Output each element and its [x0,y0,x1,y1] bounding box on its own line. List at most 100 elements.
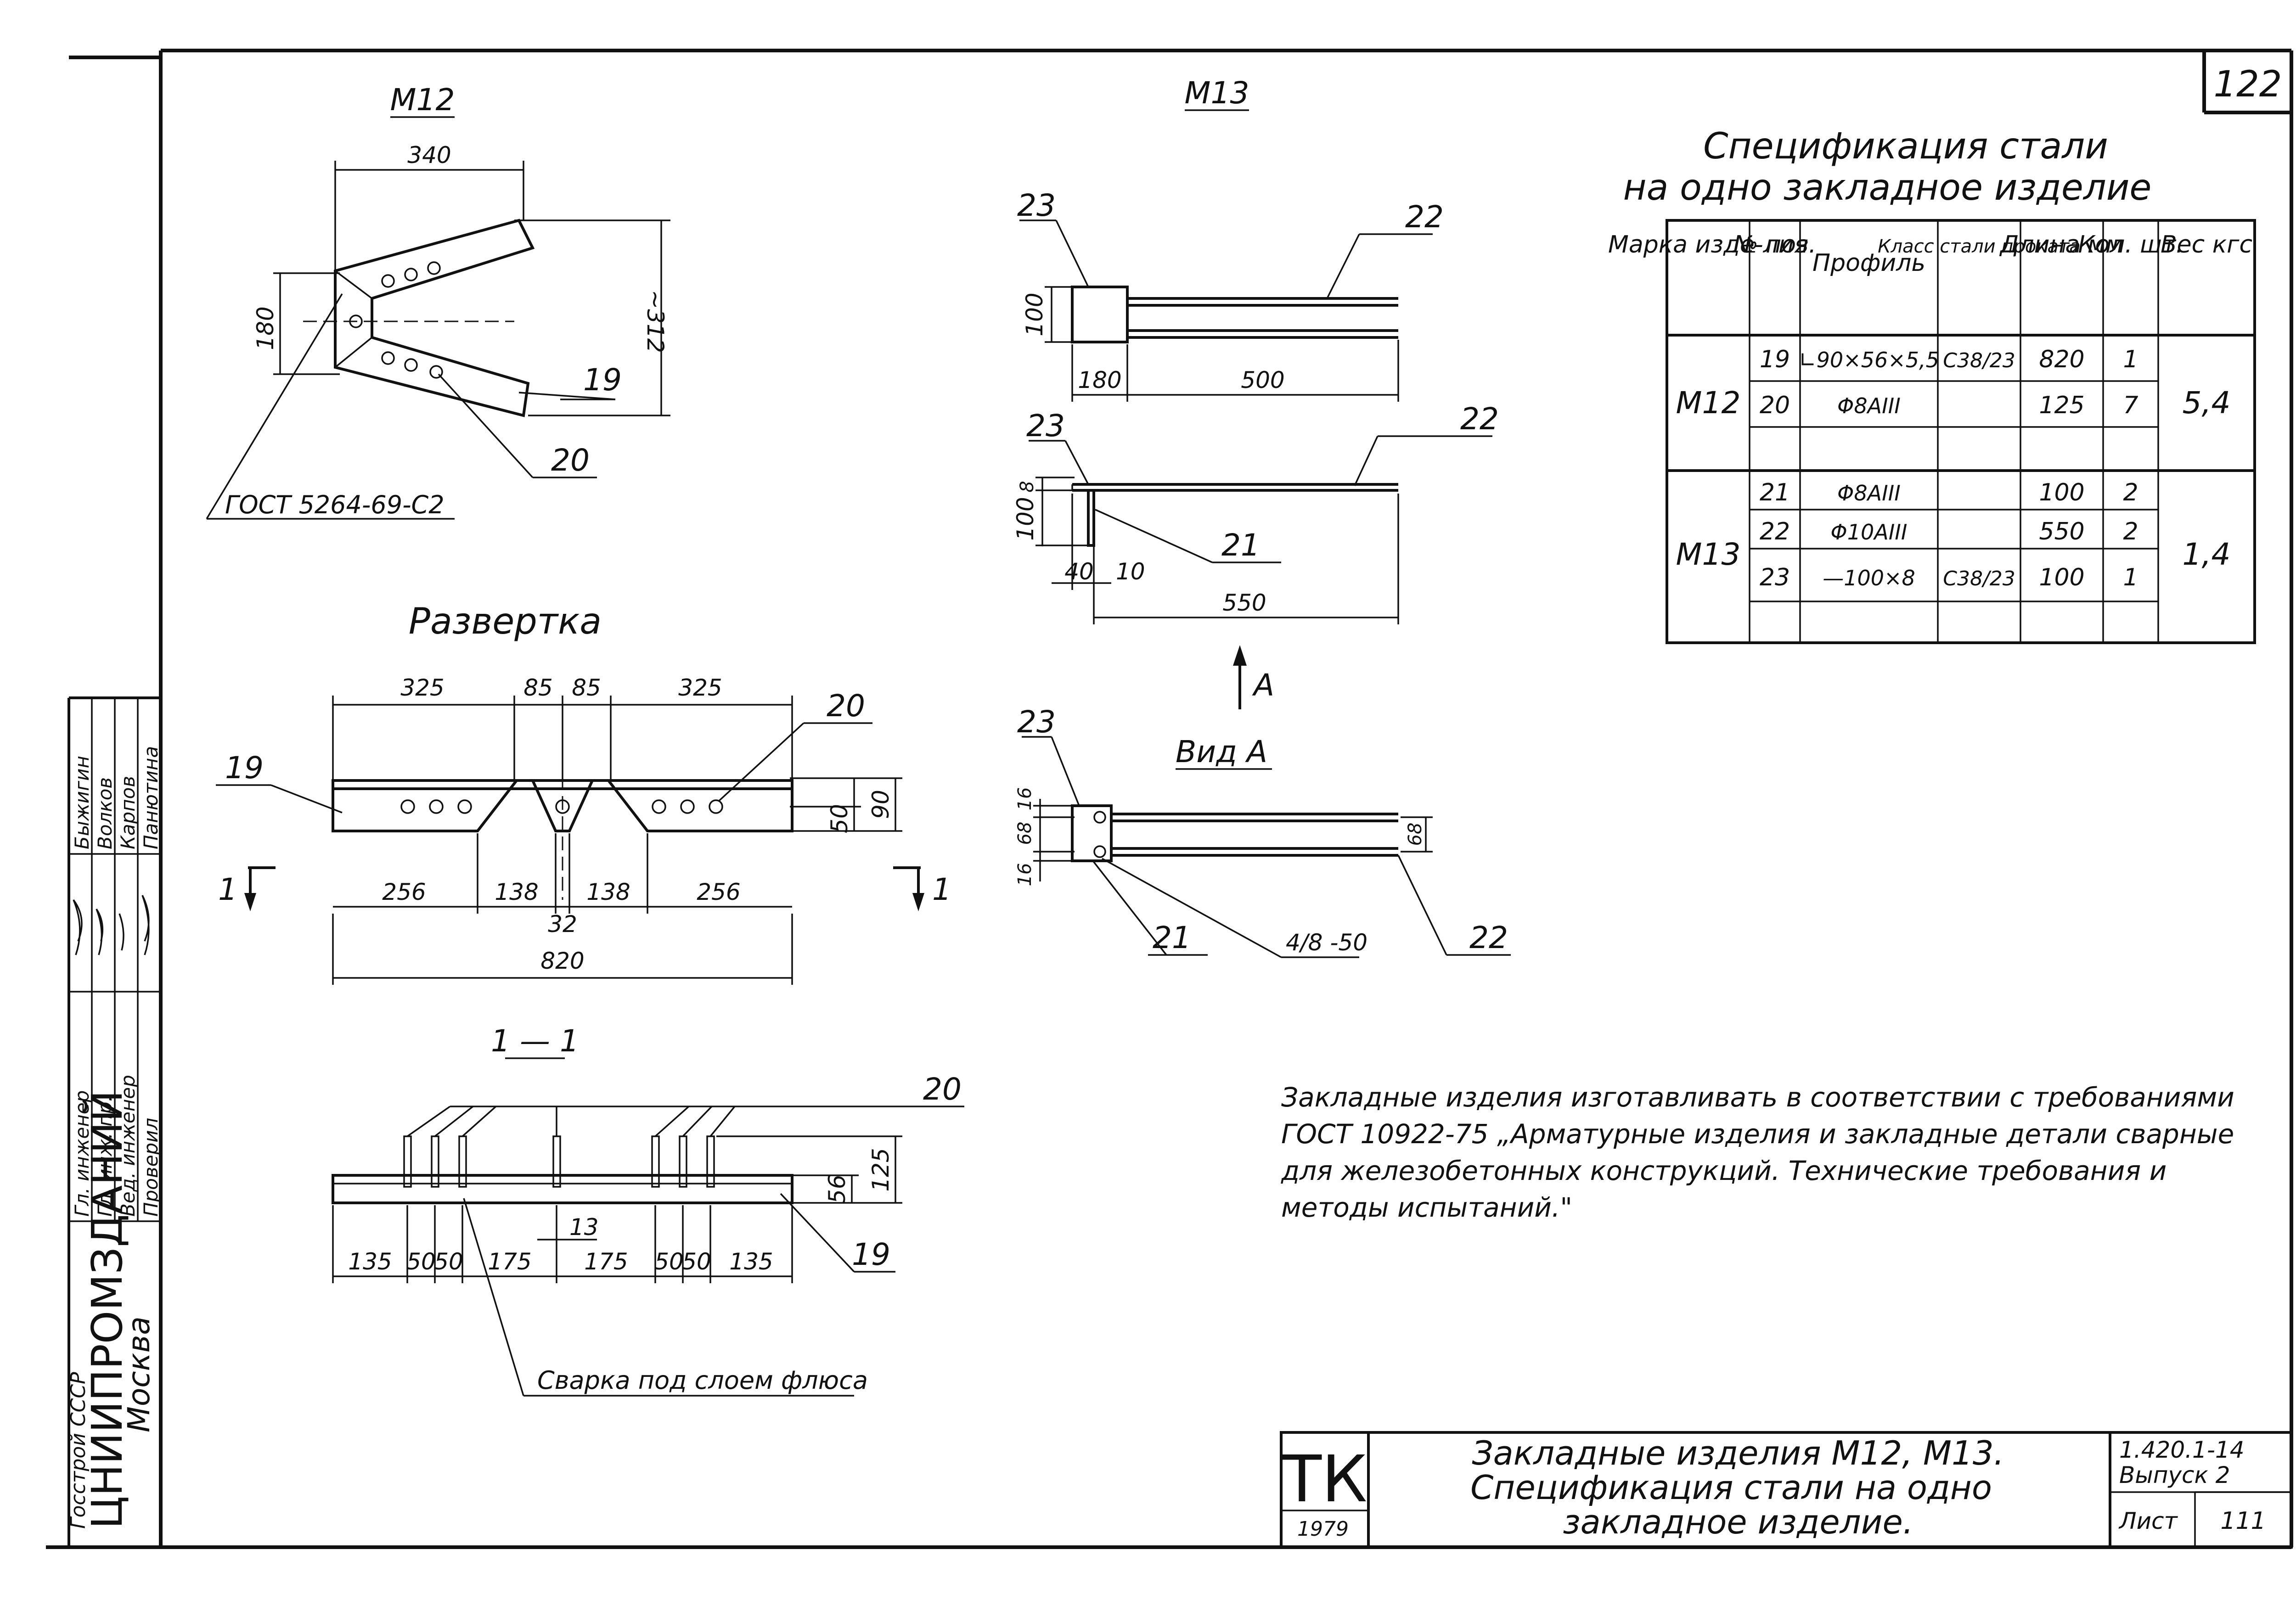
m13-side-dim-10: 10 [1116,558,1145,585]
spec-cell-profile: —100×8 [1823,566,1915,590]
title-line-1: Закладные изделия М12, М13. [1472,1434,2004,1472]
m13-top-dim-h: 100 [1021,292,1048,336]
section-mark-left: 1 [218,872,237,907]
signature-2 [96,909,104,955]
spec-cell-profile: Φ10АIII [1831,520,1908,545]
razvertka-bottom-dim-1: 256 [382,879,426,905]
spec-row: 19 ∟90×56×5,5 С38/23 820 1 [1760,346,2138,373]
section-title: 1 — 1 [491,1023,579,1059]
m13-side-pos22: 22 [1460,401,1499,437]
razvertka-top-dim-2: 85 [523,674,553,701]
spec-header-length: Длина мм [1999,231,2124,258]
sheet-number: 122 [2214,64,2282,105]
vid-a-dim-68: 68 [1014,822,1035,845]
stamp-org-top: Госстрой СССР [67,1372,90,1529]
spec-cell-qty: 2 [2123,518,2138,545]
m13-side-dim-40: 40 [1064,558,1094,585]
section-dim-8: 135 [729,1248,773,1275]
spec-cell-pos: 23 [1760,564,1790,591]
view-razvertka: Развертка 325 85 85 325 50 90 256 138 [216,601,951,985]
stamp-name-4: Панютина [140,746,162,849]
vid-a-pos23: 23 [1017,704,1056,740]
spec-cell-class: С38/23 [1943,567,2015,590]
m13-top-dim-180: 180 [1078,367,1121,393]
razvertka-bottom-dim-2: 138 [495,879,538,905]
razvertka-dim-90: 90 [867,790,894,819]
m13-top-pos22: 22 [1405,199,1444,235]
spec-title-2: на одно закладное изделие [1623,167,2152,208]
section-dim-7: 50 [682,1248,711,1275]
stamp-name-1: Быжигин [71,756,93,849]
razvertka-bottom-dim-3: 138 [586,879,630,905]
m13-top-pos23: 23 [1017,188,1056,223]
razvertka-top-dim-1: 325 [400,674,444,701]
razvertka-pos20: 20 [827,688,865,724]
vid-a-weld: 4/8 -50 [1286,929,1367,956]
razvertka-mid-dim: 32 [548,911,577,938]
title-sheet-label: Лист [2118,1508,2178,1534]
vid-a-dim-16b: 16 [1014,863,1035,887]
signature-1 [73,899,83,955]
stamp-role-3: Вед. инженер [117,1075,139,1217]
spec-cell-length: 550 [2039,518,2084,545]
vid-a-dim-68r: 68 [1405,823,1426,846]
stamp-name-2: Волков [94,777,116,849]
m13-side-pos23: 23 [1026,408,1065,444]
spec-cell-pos: 19 [1760,346,1790,373]
title-code: 1.420.1-14 [2119,1437,2245,1463]
m12-pos19: 19 [583,362,622,398]
razvertka-pos19: 19 [225,750,264,786]
m12-dim-right: ~312 [642,290,669,353]
razvertka-top-dim-3: 85 [572,674,601,701]
vid-a-pos22: 22 [1469,920,1508,955]
m13-side-dim-100: 100 [1012,497,1039,540]
note-line-3: для железобетонных конструкций. Техничес… [1281,1155,2167,1186]
spec-header-weight: Вес кгс [2161,231,2252,258]
spec-mark-m13: М13 [1676,537,1741,572]
spec-cell-qty: 1 [2123,346,2138,373]
spec-cell-length: 820 [2039,346,2084,373]
section-dim-3: 50 [434,1248,463,1275]
m12-title: М12 [390,82,455,118]
spec-mark-m12: М12 [1676,385,1741,421]
stamp-role-4: Проверил [140,1118,162,1217]
view-m13: М13 100 180 500 23 22 8 100 [1012,75,1499,709]
spec-cell-qty: 2 [2123,479,2138,506]
razvertka-top-dim-4: 325 [678,674,722,701]
stamp-org: ЦНИИПРОМЗДАНИЙ [82,1090,132,1529]
view-vid-a: Вид А 16 68 16 68 23 21 4/8 -50 22 [1014,704,1511,958]
stamp-role-1: Гл. инженер [71,1090,93,1217]
spec-cell-pos: 20 [1760,392,1790,419]
section-pos19: 19 [852,1237,890,1272]
spec-cell-profile: Φ8АIII [1837,481,1901,505]
spec-cell-pos: 22 [1760,518,1790,545]
m13-arrow-label: А [1252,668,1274,703]
spec-cell-profile: Φ8АIII [1837,393,1901,418]
section-mark-right: 1 [932,872,951,907]
spec-cell-pos: 21 [1760,479,1790,506]
section-pos20: 20 [923,1072,962,1107]
title-sheet: 111 [2220,1507,2266,1535]
m13-top-dim-500: 500 [1241,367,1284,393]
spec-cell-qty: 1 [2123,564,2138,591]
view-section-1-1: 1 — 1 20 56 125 [332,1023,964,1397]
razvertka-bottom-dim-4: 256 [697,879,740,905]
m13-title: М13 [1185,75,1249,111]
razvertka-title: Развертка [409,601,602,642]
side-stamp: Гл. инженер Гл. инж. пр. Вед. инженер Пр… [67,696,162,1547]
m13-side-dim-550: 550 [1222,589,1266,616]
section-dim-56: 56 [824,1174,850,1204]
section-dim-125: 125 [867,1148,894,1191]
spec-cell-class: С38/23 [1943,349,2015,372]
signature-3 [118,913,124,951]
spec-header-pos: № поз. [1732,231,1817,258]
vid-a-dim-16a: 16 [1014,787,1035,811]
sheet-frame [46,49,2293,1549]
m13-side-dim-8: 8 [1017,481,1038,492]
spec-title-1: Спецификация стали [1703,126,2108,167]
section-dim-6: 50 [654,1248,684,1275]
specification: Спецификация стали на одно закладное изд… [1623,126,2256,644]
spec-row: 22 Φ10АIII 550 2 [1760,518,2138,545]
spec-weight-m13: 1,4 [2183,537,2231,572]
section-weld-note: Сварка под слоем флюса [537,1366,868,1395]
